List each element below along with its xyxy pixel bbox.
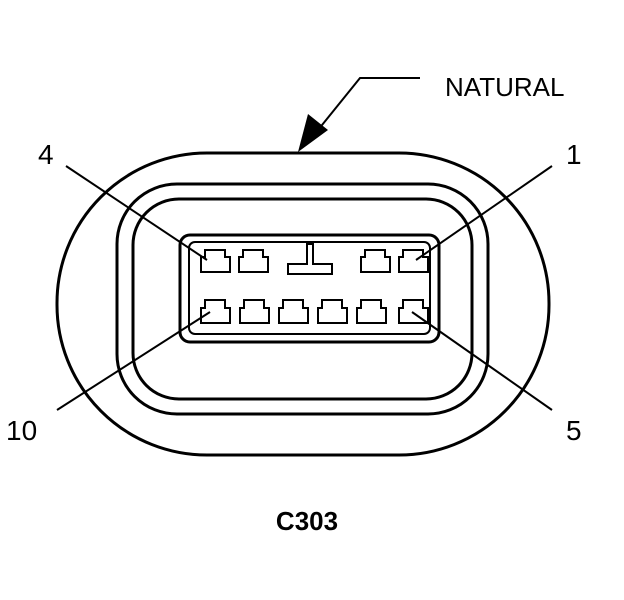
terminal-pin-3 — [238, 249, 269, 273]
color-callout-arrowhead — [298, 114, 328, 152]
terminal-pin-2 — [360, 249, 391, 273]
center-key — [287, 243, 333, 275]
terminal-cavity-inner — [188, 241, 431, 335]
leader-line-pin-10 — [56, 311, 211, 411]
terminal-cavity-block — [178, 233, 441, 344]
pin-label-top-right: 1 — [566, 139, 582, 170]
terminal-pin-4 — [200, 249, 231, 273]
connector-name: C303 — [276, 506, 338, 536]
pin-label-top-left: 4 — [38, 139, 54, 170]
connector-outer-shell — [55, 151, 551, 457]
connector-inner-housing-outline — [131, 197, 474, 401]
terminal-pin-1 — [398, 249, 429, 273]
terminal-pin-5 — [398, 299, 429, 324]
bottom-terminal-row — [200, 299, 429, 324]
leader-line-pin-1 — [415, 165, 553, 261]
pin-label-bottom-left: 10 — [6, 415, 37, 446]
terminal-pin-10 — [200, 299, 231, 324]
terminal-pin-8 — [278, 299, 309, 324]
connector-housing-outline — [115, 182, 490, 416]
color-callout-leader — [317, 77, 420, 131]
pin-label-bottom-right: 5 — [566, 415, 582, 446]
connector-color-label: NATURAL — [445, 72, 564, 102]
top-terminal-row — [200, 243, 429, 275]
leader-line-pin-4 — [65, 165, 208, 261]
terminal-pin-7 — [317, 299, 348, 324]
terminal-pin-9 — [239, 299, 270, 324]
terminal-pin-6 — [356, 299, 387, 324]
leader-line-pin-5 — [411, 311, 553, 411]
